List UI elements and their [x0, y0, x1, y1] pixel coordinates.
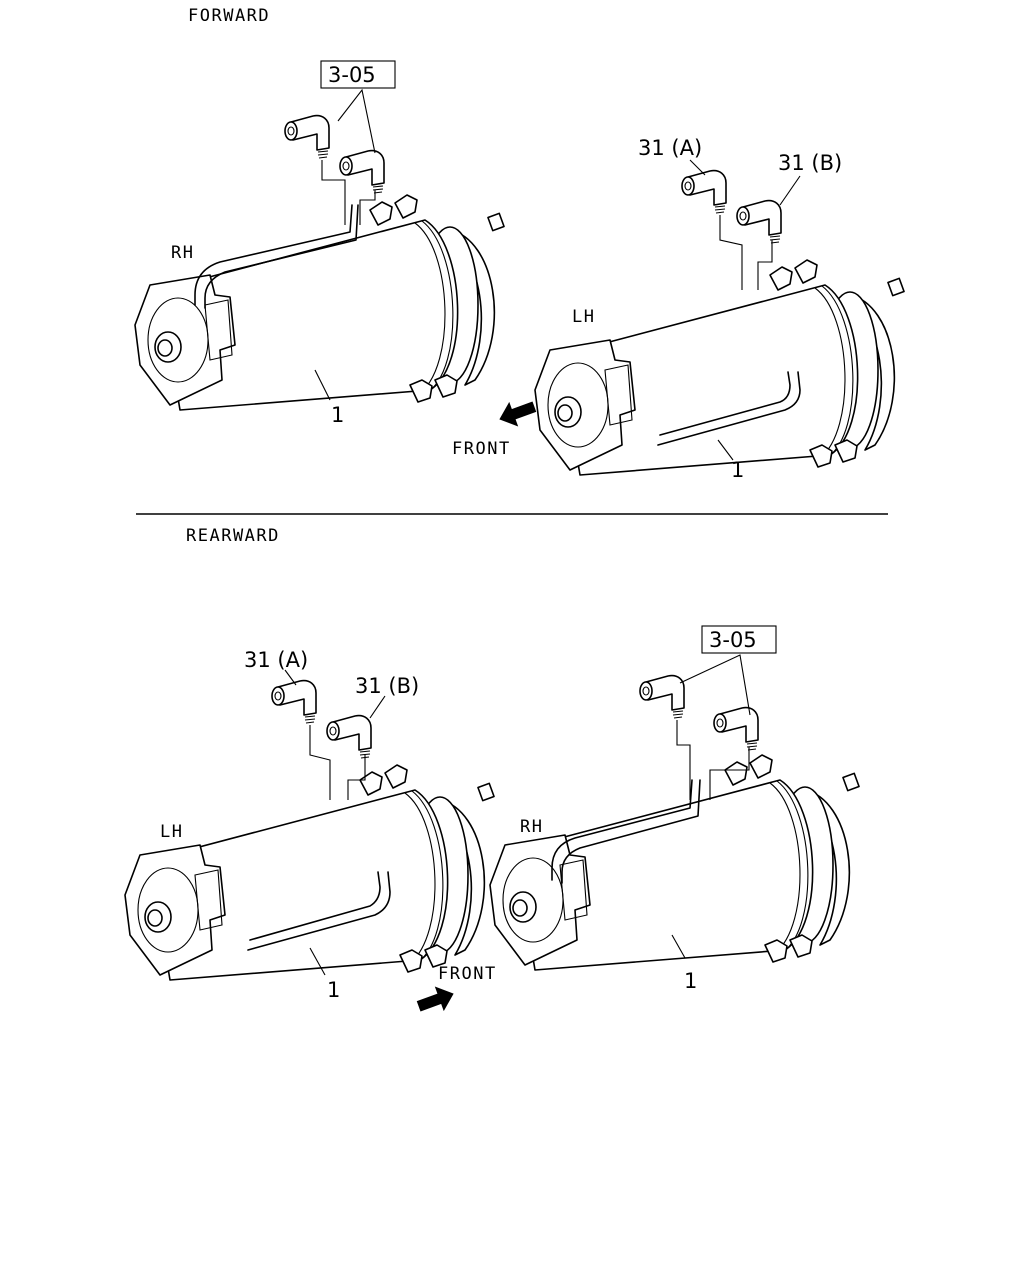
front-arrow-rearward-icon: [414, 982, 458, 1018]
ref-box-forward: [320, 60, 396, 89]
side-label-forward-rh: RH: [171, 243, 194, 263]
side-label-forward-lh: LH: [572, 307, 595, 327]
part-31a-callout-rearward: 31 (A): [244, 648, 308, 672]
forward-rh-unit: 3-05 1 RH: [134, 60, 505, 427]
part-1-callout-forward-lh: 1: [731, 458, 744, 482]
ref-callout-forward: 3-05: [328, 63, 376, 87]
side-label-rearward-rh: RH: [520, 817, 543, 837]
part-1-callout-forward-rh: 1: [331, 403, 344, 427]
section-title-forward: FORWARD: [188, 6, 270, 26]
front-label-forward: FRONT: [452, 439, 511, 459]
rearward-rh-unit: 3-05 1 RH: [489, 625, 860, 993]
part-31b-callout-rearward: 31 (B): [355, 674, 419, 698]
ref-callout-rearward: 3-05: [709, 628, 757, 652]
section-title-rearward: REARWARD: [186, 526, 280, 546]
part-1-callout-rearward-lh: 1: [327, 978, 340, 1002]
part-31a-callout-forward: 31 (A): [638, 136, 702, 160]
front-arrow-forward-icon: [495, 395, 539, 431]
side-label-rearward-lh: LH: [160, 822, 183, 842]
part-31b-callout-forward: 31 (B): [778, 151, 842, 175]
forward-lh-unit: 31 (A) 31 (B) 1 LH: [534, 136, 905, 482]
rearward-lh-unit: 31 (A) 31 (B) 1 LH: [124, 648, 495, 1002]
part-1-callout-rearward-rh: 1: [684, 969, 697, 993]
ref-box-rearward: [701, 625, 777, 654]
front-label-rearward: FRONT: [438, 964, 497, 984]
